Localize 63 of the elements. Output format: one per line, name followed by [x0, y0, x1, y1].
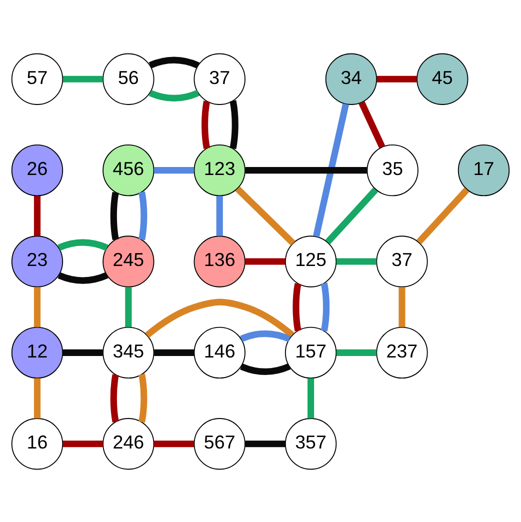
connector — [245, 258, 286, 264]
node-circle: 456 — [102, 144, 154, 196]
connector — [320, 282, 330, 331]
connector — [376, 75, 417, 82]
node-circle: 57 — [11, 52, 64, 104]
node-circle: 37 — [194, 52, 246, 104]
node-circle: 56 — [102, 52, 154, 104]
connector — [125, 286, 132, 327]
node-circle: 345 — [102, 326, 154, 378]
connector — [154, 348, 194, 356]
connector — [245, 166, 367, 174]
node-circle: 35 — [366, 144, 418, 196]
connector — [230, 100, 238, 149]
node-circle: 136 — [194, 235, 246, 287]
node-circle: 357 — [284, 418, 337, 470]
connector — [202, 100, 210, 148]
connector — [216, 195, 223, 236]
connector — [154, 166, 194, 174]
node-circle: 123 — [194, 144, 246, 196]
node-circle: 146 — [194, 326, 246, 378]
connector — [34, 195, 41, 236]
connector — [245, 440, 286, 447]
connector — [62, 75, 103, 82]
connector — [235, 186, 296, 246]
connector — [62, 440, 103, 447]
connector — [336, 348, 376, 356]
connector — [138, 190, 148, 240]
node-circle: 125 — [284, 235, 337, 287]
node-circle: 26 — [11, 144, 64, 196]
node-circle: 567 — [194, 418, 246, 470]
connector — [308, 378, 314, 418]
node-circle: 246 — [102, 418, 154, 470]
connector — [110, 191, 119, 240]
connector — [138, 373, 148, 422]
connector — [398, 286, 406, 327]
node-circle: 237 — [376, 326, 428, 378]
node-circle: 245 — [102, 235, 154, 287]
connector — [336, 258, 376, 264]
connector — [144, 298, 294, 338]
connector — [240, 330, 291, 342]
connector — [240, 362, 291, 374]
connector — [58, 272, 108, 284]
connector — [358, 100, 386, 148]
connector — [34, 286, 41, 327]
connector — [325, 187, 378, 244]
node-circle: 34 — [325, 52, 378, 104]
node-circle: 17 — [458, 144, 510, 196]
connector — [58, 238, 108, 250]
connector — [110, 374, 119, 422]
connector — [312, 102, 350, 237]
node-circle: 12 — [11, 326, 64, 378]
node-circle: 16 — [11, 418, 64, 470]
connector — [154, 440, 194, 447]
connector — [416, 187, 470, 244]
connector — [292, 282, 302, 331]
connector — [34, 378, 41, 418]
node-circle: 37 — [376, 235, 428, 287]
connector — [148, 89, 200, 101]
node-circle: 45 — [416, 52, 468, 104]
node-circle: 157 — [284, 326, 337, 378]
connector — [62, 348, 103, 356]
connector — [148, 56, 200, 68]
node-circle: 23 — [11, 235, 64, 287]
